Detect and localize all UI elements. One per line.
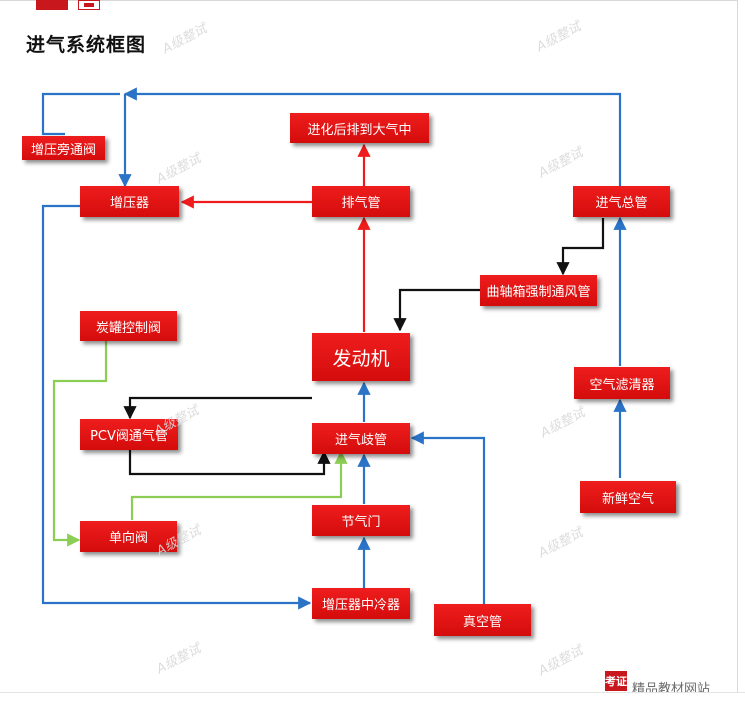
slide-top-border <box>0 0 737 1</box>
flow-turbocharger-to-intercooler <box>41 204 312 610</box>
slide-bottom-border <box>0 692 745 693</box>
node-throttle: 节气门 <box>312 505 410 536</box>
page-title: 进气系统框图 <box>26 34 147 56</box>
node-bypass-valve: 增压旁通阀 <box>22 136 105 160</box>
node-vacuum-pipe: 真空管 <box>434 604 531 636</box>
slide-right-border <box>737 0 738 692</box>
brand-text: 精品教材网站 <box>632 680 737 692</box>
flow-canister-to-check-valve <box>52 341 108 547</box>
flow-vacuum-to-manifold <box>410 431 486 604</box>
header-logo-right <box>78 0 100 10</box>
flow-pcv-to-manifold <box>128 450 331 476</box>
flow-crankcase-to-engine <box>393 288 480 332</box>
flow-intake-main-to-crankcase <box>556 218 605 276</box>
node-turbocharger: 增压器 <box>80 186 179 217</box>
header-logo-left <box>36 0 68 10</box>
node-fresh-air: 新鲜空气 <box>580 481 676 513</box>
flow-bypass-to-top-loop <box>41 92 120 136</box>
node-exhaust-to-atmosphere: 进化后排到大气中 <box>290 113 429 143</box>
node-intercooler: 增压器中冷器 <box>312 588 410 619</box>
node-exhaust-pipe: 排气管 <box>312 186 410 217</box>
brand-text-label: 精品教材网站 <box>632 682 711 692</box>
brand-logo-badge: 考证 <box>605 671 627 691</box>
flow-check-valve-to-manifold <box>130 450 348 520</box>
node-pcv-valve-pipe: PCV阀通气管 <box>80 419 178 450</box>
node-air-filter: 空气滤清器 <box>574 367 670 399</box>
node-intake-manifold: 进气歧管 <box>312 423 410 454</box>
node-check-valve: 单向阀 <box>80 521 177 552</box>
node-engine: 发动机 <box>312 333 410 381</box>
node-canister-control-valve: 炭罐控制阀 <box>80 311 177 341</box>
node-intake-main-pipe: 进气总管 <box>573 186 670 217</box>
flow-engine-to-pcv <box>123 396 312 420</box>
flow-intake-main-to-top-loop <box>123 87 622 186</box>
node-pcv-crankcase-pipe: 曲轴箱强制通风管 <box>480 275 597 306</box>
